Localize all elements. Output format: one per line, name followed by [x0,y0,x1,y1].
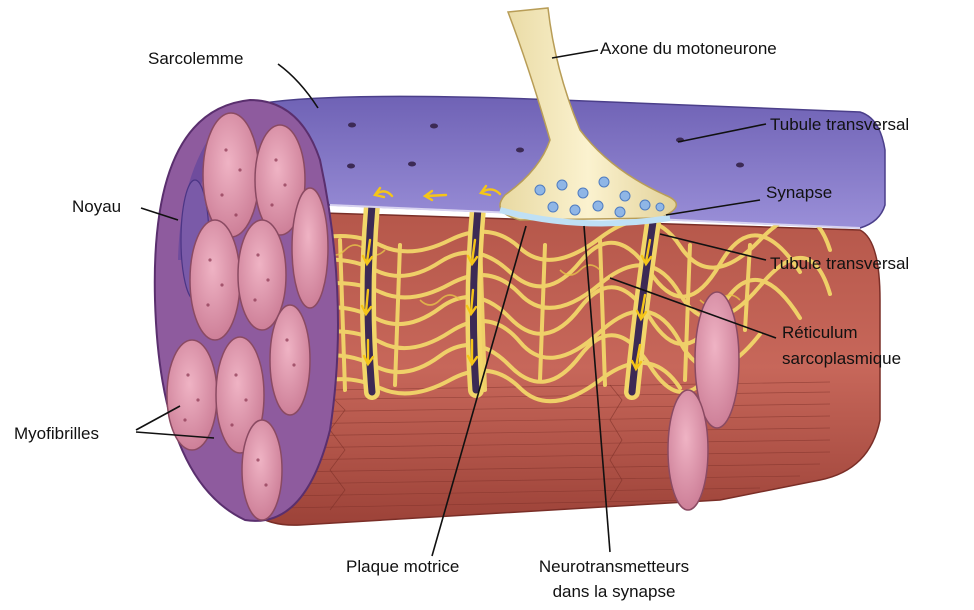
label-plaque: Plaque motrice [346,556,459,577]
label-neuro-2: dans la synapse [514,581,714,602]
label-neuro-1: Neurotransmetteurs [514,556,714,577]
label-noyau: Noyau [72,196,121,217]
cross-section [155,100,338,521]
label-myofibrilles: Myofibrilles [14,423,99,444]
label-reticulum-1: Réticulum [782,322,858,343]
label-axone: Axone du motoneurone [600,38,777,59]
label-tubule-top: Tubule transversal [770,114,909,135]
label-sarcolemme: Sarcolemme [148,48,243,69]
label-synapse: Synapse [766,182,832,203]
label-tubule-mid: Tubule transversal [770,253,909,274]
label-reticulum-2: sarcoplasmique [782,348,901,369]
